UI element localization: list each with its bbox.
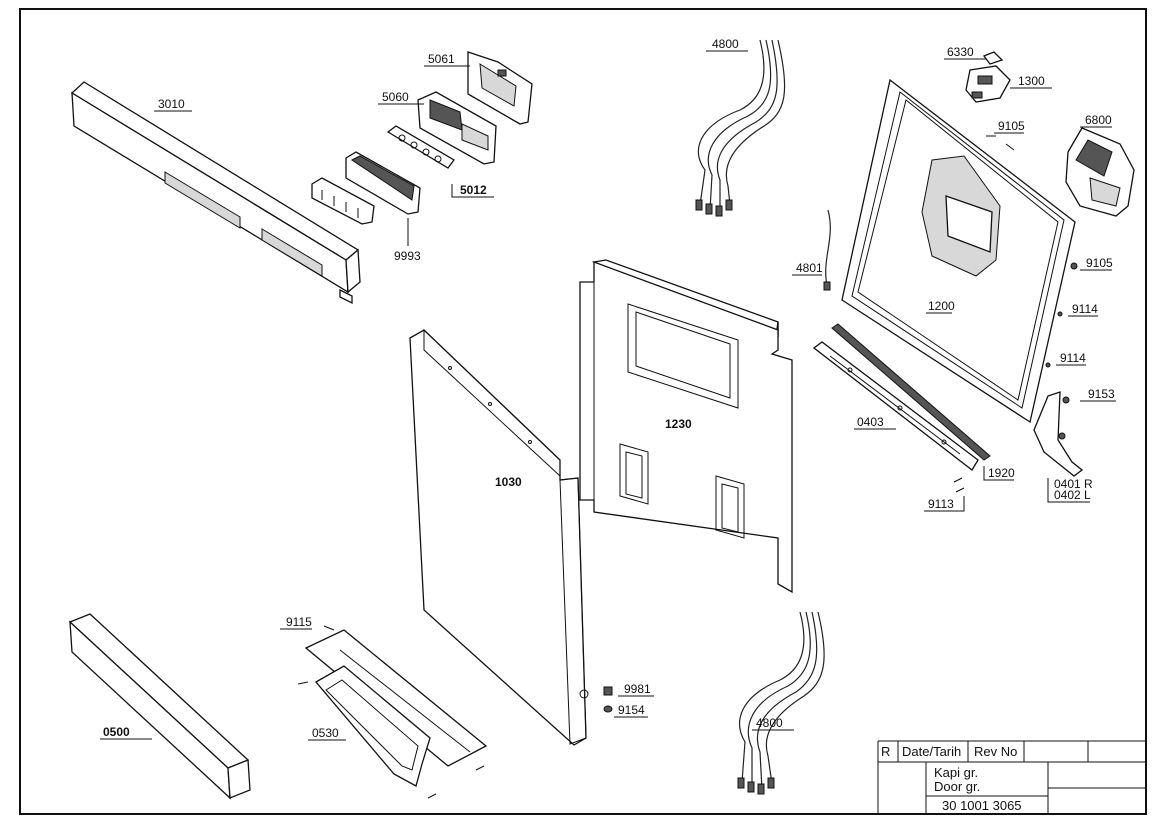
part-9114-clip-upper [1057,311,1063,317]
part-9981-pad [603,686,613,696]
label-1030: 1030 [495,475,522,489]
title-block-rev-header: Rev No [974,744,1017,759]
label-9153: 9153 [1088,387,1115,401]
part-4801-wire [823,209,831,291]
label-9114-lower: 9114 [1060,351,1086,365]
part-0401-0402-hinge [1033,391,1084,477]
label-9105-top: 9105 [998,119,1025,133]
label-9115: 9115 [286,615,312,629]
label-0402: 0402 L [1054,488,1091,502]
label-1300: 1300 [1018,74,1045,88]
label-5012: 5012 [460,183,487,197]
title-block [877,740,1146,814]
part-4800-harness-top [695,39,786,217]
part-5012-button-strip [386,125,455,169]
label-9981: 9981 [624,682,651,696]
part-6800-dispenser [1065,127,1135,217]
label-1920: 1920 [988,466,1015,480]
part-9113-screw [953,477,965,493]
label-0530: 0530 [312,726,339,740]
label-3010: 3010 [158,97,185,111]
label-4800-bottom: 4800 [756,716,783,730]
label-9114-upper: 9114 [1072,302,1098,316]
title-block-drawing-no: 30 1001 3065 [942,798,1022,813]
label-5061: 5061 [428,52,455,66]
part-0500-kick-strip [68,613,251,800]
title-block-name-tr: Kapi gr. [934,765,978,780]
label-0403: 0403 [857,415,884,429]
label-9993: 9993 [394,249,421,263]
label-4801: 4801 [796,261,823,275]
part-1230-insulation-panel [579,259,793,594]
title-block-r-header: R [881,744,890,759]
label-9154: 9154 [618,703,645,717]
part-9993-display-module [311,151,421,225]
part-4800-harness-bottom [737,611,825,795]
part-5060-board [417,91,497,165]
label-1200: 1200 [928,299,955,313]
title-block-date-header: Date/Tarih [902,744,961,759]
label-9113: 9113 [928,497,954,511]
part-0530-bottom-bracket [297,625,488,799]
label-4800-top: 4800 [712,37,739,51]
label-0500: 0500 [103,725,130,739]
title-block-name-en: Door gr. [934,779,980,794]
label-6330: 6330 [947,45,974,59]
part-0403-rail [812,341,979,471]
part-1920-seal-strip [831,323,991,461]
part-9114-clip-lower [1045,362,1051,368]
label-5060: 5060 [382,90,409,104]
part-1200-inner-door [841,78,1076,424]
part-9154-washer [603,705,613,713]
part-3010-control-panel [70,81,361,305]
drawing-frame [19,8,1147,815]
label-6800: 6800 [1085,113,1112,127]
part-9105-screw-top [986,135,1015,151]
label-9105-right: 9105 [1086,256,1113,270]
part-9105-screw-right [1070,262,1078,270]
part-5061-bracket [467,51,533,125]
part-6330-latch-handle [982,51,1004,65]
label-0401: 0401 R [1054,477,1093,491]
part-1030-outer-door [409,328,589,746]
part-1300-lock [965,65,1011,103]
label-1230: 1230 [665,417,692,431]
